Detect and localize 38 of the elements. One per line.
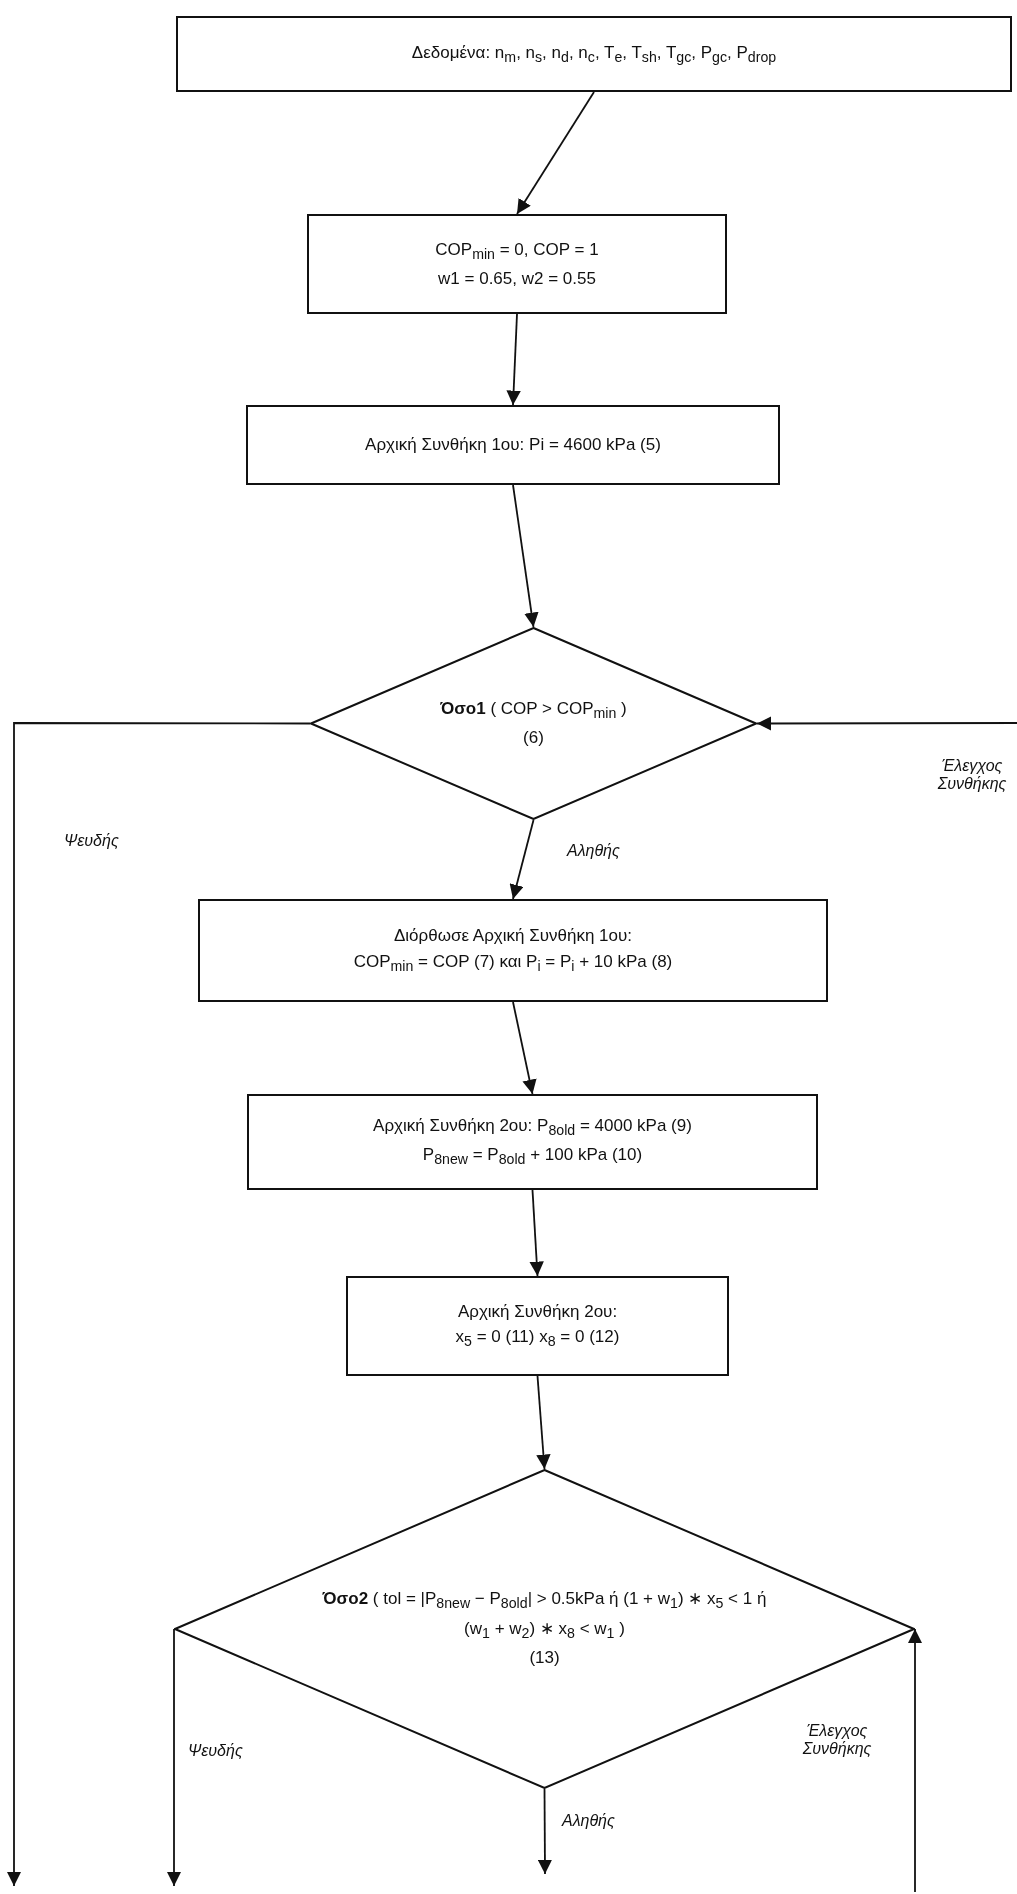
- step-heading: Αρχική Συνθήκη 2ου: P$_{8old}$ = 4000 kPa (9): [373, 1115, 692, 1141]
- condition-text: (6): [523, 727, 544, 749]
- edge-label: Ψευδής: [62, 832, 121, 850]
- arrow: [512, 484, 539, 628]
- arrow: [529, 1189, 544, 1277]
- edge-label: Αληθής: [560, 1812, 617, 1830]
- step-text: w1 = 0.65, w2 = 0.55: [438, 267, 596, 290]
- arrow: [536, 1375, 551, 1470]
- process-box: [307, 214, 727, 314]
- process-box: [176, 16, 1012, 92]
- step-heading: Διόρθωσε Αρχική Συνθήκη 1ου:: [393, 925, 633, 948]
- decision-diamond: [174, 1469, 915, 1789]
- step-text: Δεδομένα: n$_{m}$, n$_{s}$, n$_{d}$, n$_{c}$, T$_{e}$, T$_{sh}$, T$_{gc}$, P$_{gc}$, P$_{drop}$: [411, 41, 777, 68]
- arrow: [506, 313, 521, 406]
- condition-text: Όσο1 ( COP > COP$_{min}$ ): [440, 697, 627, 724]
- arrow: [6, 722, 311, 1887]
- step-heading: COP$_{min}$ = 0, COP = 1: [435, 238, 599, 265]
- step-text: COP$_{min}$ = COP (7) και P$_{i}$ = P$_{i}$ + 10 kPa (8): [353, 950, 673, 977]
- condition-text: (13): [529, 1647, 560, 1670]
- arrow: [166, 1628, 182, 1887]
- arrow: [516, 91, 595, 215]
- arrow: [756, 716, 1017, 731]
- process-box: [346, 1276, 729, 1376]
- condition-text: Όσο2 ( tol = |P$_{8new}$ − P$_{8old}$| > 0.5kPa ή (1 + w$_{1}$) ∗ x$_{5}$ < 1 ή (w$_{1}$ + w$_{2}$) ∗ x$_{8}$ < w$_{1}$ ): [321, 1588, 768, 1644]
- step-text: P$_{8new}$ = P$_{8old}$ + 100 kPa (10): [422, 1144, 643, 1170]
- arrow: [537, 1788, 553, 1875]
- arrow: [512, 1001, 537, 1095]
- edge-label: Ψευδής: [186, 1742, 245, 1760]
- step-heading: Αρχική Συνθήκη 2ου:: [457, 1300, 618, 1323]
- decision-diamond: [310, 627, 757, 820]
- process-box: [246, 405, 780, 485]
- edge-label: Αληθής: [565, 842, 622, 860]
- arrow: [907, 1628, 923, 1893]
- process-box: [247, 1094, 818, 1190]
- step-text: x$_{5}$ = 0 (11) x$_{8}$ = 0 (12): [455, 1326, 620, 1352]
- process-box: [198, 899, 828, 1002]
- arrow: [509, 819, 535, 900]
- step-text: Αρχική Συνθήκη 1ου: Pi = 4600 kPa (5): [365, 434, 661, 457]
